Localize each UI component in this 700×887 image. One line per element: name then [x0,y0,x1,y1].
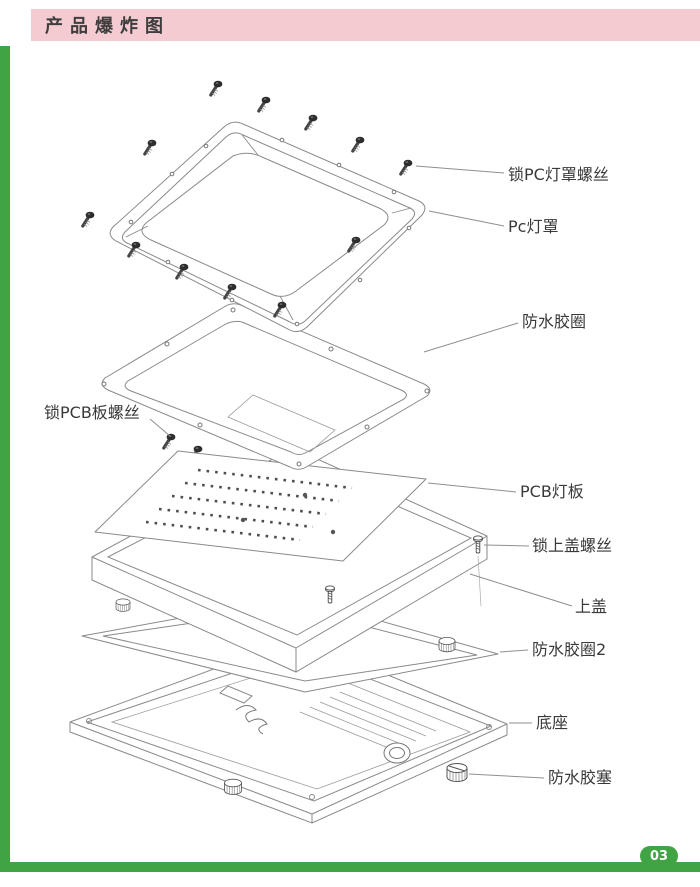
label-top-cover: 上盖 [575,597,608,616]
waterproof-plug-drawing [446,763,468,782]
page-number-badge: 03 [640,846,678,866]
base-drawing [69,637,508,824]
label-pc-cover: Pc灯罩 [508,217,559,236]
waterproof-gasket-drawing [101,303,431,470]
label-pcb-board: PCB灯板 [520,482,584,501]
leader-lines [149,165,573,779]
label-lock-top-cover-screws: 锁上盖螺丝 [532,536,613,555]
label-base: 底座 [536,713,569,732]
page-number: 03 [649,848,669,864]
page-title: 产品爆炸图 [45,16,170,37]
top-cover-screws-drawing [325,535,483,607]
label-waterproof-plug: 防水胶塞 [548,768,613,787]
pc-cover-drawing [109,121,426,333]
label-waterproof-gasket-2: 防水胶圈2 [532,640,607,659]
label-lock-pcb-screws: 锁PCB板螺丝 [44,403,140,422]
bottom-green-bar [0,862,700,872]
pcb-board-drawing [94,432,427,562]
page-header: 产品爆炸图 [31,9,700,41]
label-lock-pc-cover-screws: 锁PC灯罩螺丝 [508,165,609,184]
left-green-bar [0,46,10,862]
label-waterproof-gasket: 防水胶圈 [522,312,587,331]
